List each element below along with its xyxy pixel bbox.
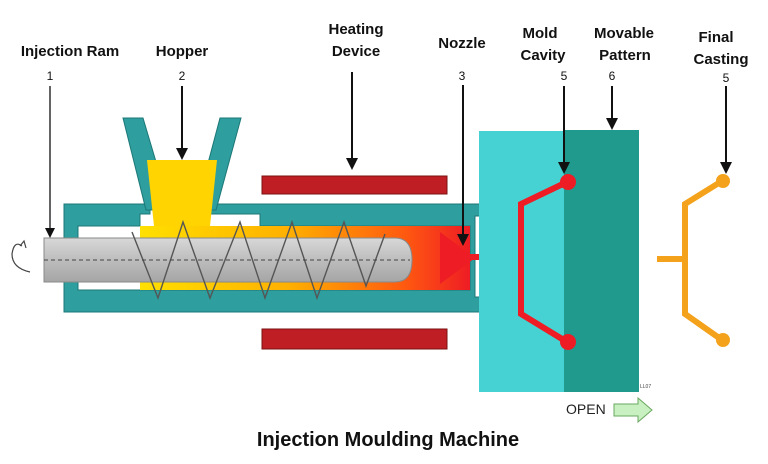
pointer-movable-pattern [606,86,618,130]
movable-mold-half [564,130,639,392]
number-mold-cavity: 5 [561,69,568,83]
label-injection-ram: Injection Ram [21,43,119,60]
mold-cavity [518,179,569,345]
cavity-node-top [560,174,576,190]
label-movable-pattern-line2: Pattern [599,47,651,64]
number-injection-ram: 1 [47,69,54,83]
pointer-hopper [176,86,188,160]
number-final-casting: 5 [723,71,730,85]
screw-flights [131,219,386,301]
casting-node-top [716,174,730,188]
hopper-material [147,160,217,226]
number-hopper: 2 [179,69,186,83]
pointer-heating-device [346,72,358,170]
number-movable-pattern: 6 [609,69,616,83]
label-heating-device-line2: Device [332,43,380,60]
label-mold-cavity-line2: Cavity [520,47,566,64]
open-arrow-icon [613,396,653,424]
nozzle [440,232,475,284]
pointer-nozzle [457,85,469,246]
rotation-arrow-icon [11,239,31,273]
heater-top [261,175,448,195]
label-heating-device-line1: Heating [328,21,383,38]
label-final-casting-line2: Casting [693,51,748,68]
mold-notch [497,120,507,131]
casting-node-bottom [716,333,730,347]
label-hopper: Hopper [156,43,209,60]
final-casting-shape [682,178,724,343]
diagram-code: LL07 [640,384,651,390]
diagram-title: Injection Moulding Machine [257,429,519,451]
cavity-node-bottom [560,334,576,350]
number-nozzle: 3 [459,69,466,83]
label-mold-cavity-line1: Mold [523,25,558,42]
label-final-casting-line1: Final [698,29,733,46]
label-nozzle: Nozzle [438,35,486,52]
heater-bottom [261,328,448,350]
pointer-final-casting [720,86,732,174]
open-label: OPEN [566,401,606,417]
label-movable-pattern-line1: Movable [594,25,654,42]
pointer-mold-cavity [558,86,570,174]
casting-sprue [657,256,685,262]
pointer-injection-ram [45,86,55,238]
